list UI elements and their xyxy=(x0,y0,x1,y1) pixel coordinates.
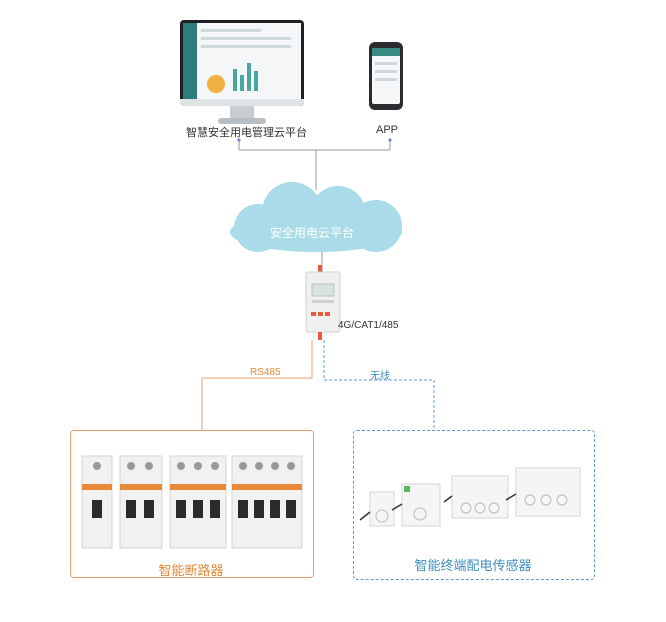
monitor-dashboard xyxy=(183,23,301,99)
platform-dot xyxy=(237,138,241,142)
monitor-bar-chart xyxy=(233,69,237,91)
monitor-bar xyxy=(201,37,291,40)
platform-label: 智慧安全用电管理云平台 xyxy=(186,127,307,139)
phone-bar xyxy=(375,70,397,73)
monitor-sidebar xyxy=(183,23,197,99)
cloud-label: 安全用电云平台 xyxy=(269,226,354,240)
monitor-bar xyxy=(201,29,261,32)
monitor-chin xyxy=(180,99,304,106)
monitor-bar-chart xyxy=(247,63,251,91)
monitor-pie xyxy=(207,75,225,93)
monitor-icon xyxy=(180,20,304,124)
breaker-icon xyxy=(119,455,163,549)
phone-bar xyxy=(375,78,397,81)
sensors-group xyxy=(359,467,581,527)
sensor-icon xyxy=(505,467,581,517)
gateway-protocol-label: 4G/CAT1/485 xyxy=(338,320,399,331)
monitor-neck xyxy=(230,106,254,120)
monitor-screen xyxy=(180,20,304,106)
monitor-bar-chart xyxy=(240,75,244,91)
sensors-box xyxy=(353,430,595,580)
rs485-label: RS485 xyxy=(250,367,281,378)
breaker-icon xyxy=(81,455,113,549)
phone-bar xyxy=(375,62,397,65)
app-label: APP xyxy=(376,124,399,136)
wireless-label: 无线 xyxy=(370,371,390,382)
monitor-bar-chart xyxy=(254,71,258,91)
breaker-icon xyxy=(231,455,303,549)
monitor-bar xyxy=(201,45,291,48)
cloud-icon xyxy=(230,182,402,252)
sensor-icon xyxy=(391,483,441,527)
rs485-line xyxy=(201,340,313,430)
sensor-icon xyxy=(359,491,395,527)
breakers-group xyxy=(81,455,303,549)
phone-screen xyxy=(372,48,400,104)
wireless-line xyxy=(323,340,435,430)
sensors-title: 智能终端配电传感器 xyxy=(414,558,532,573)
breakers-box xyxy=(70,430,314,578)
app-dot xyxy=(388,138,392,142)
gateway-device-icon xyxy=(305,265,341,340)
phone-header xyxy=(372,48,400,56)
breakers-title: 智能断路器 xyxy=(158,563,224,578)
breaker-icon xyxy=(169,455,227,549)
phone-icon xyxy=(369,42,403,110)
sensor-icon xyxy=(443,475,509,519)
monitor-foot xyxy=(218,118,266,124)
